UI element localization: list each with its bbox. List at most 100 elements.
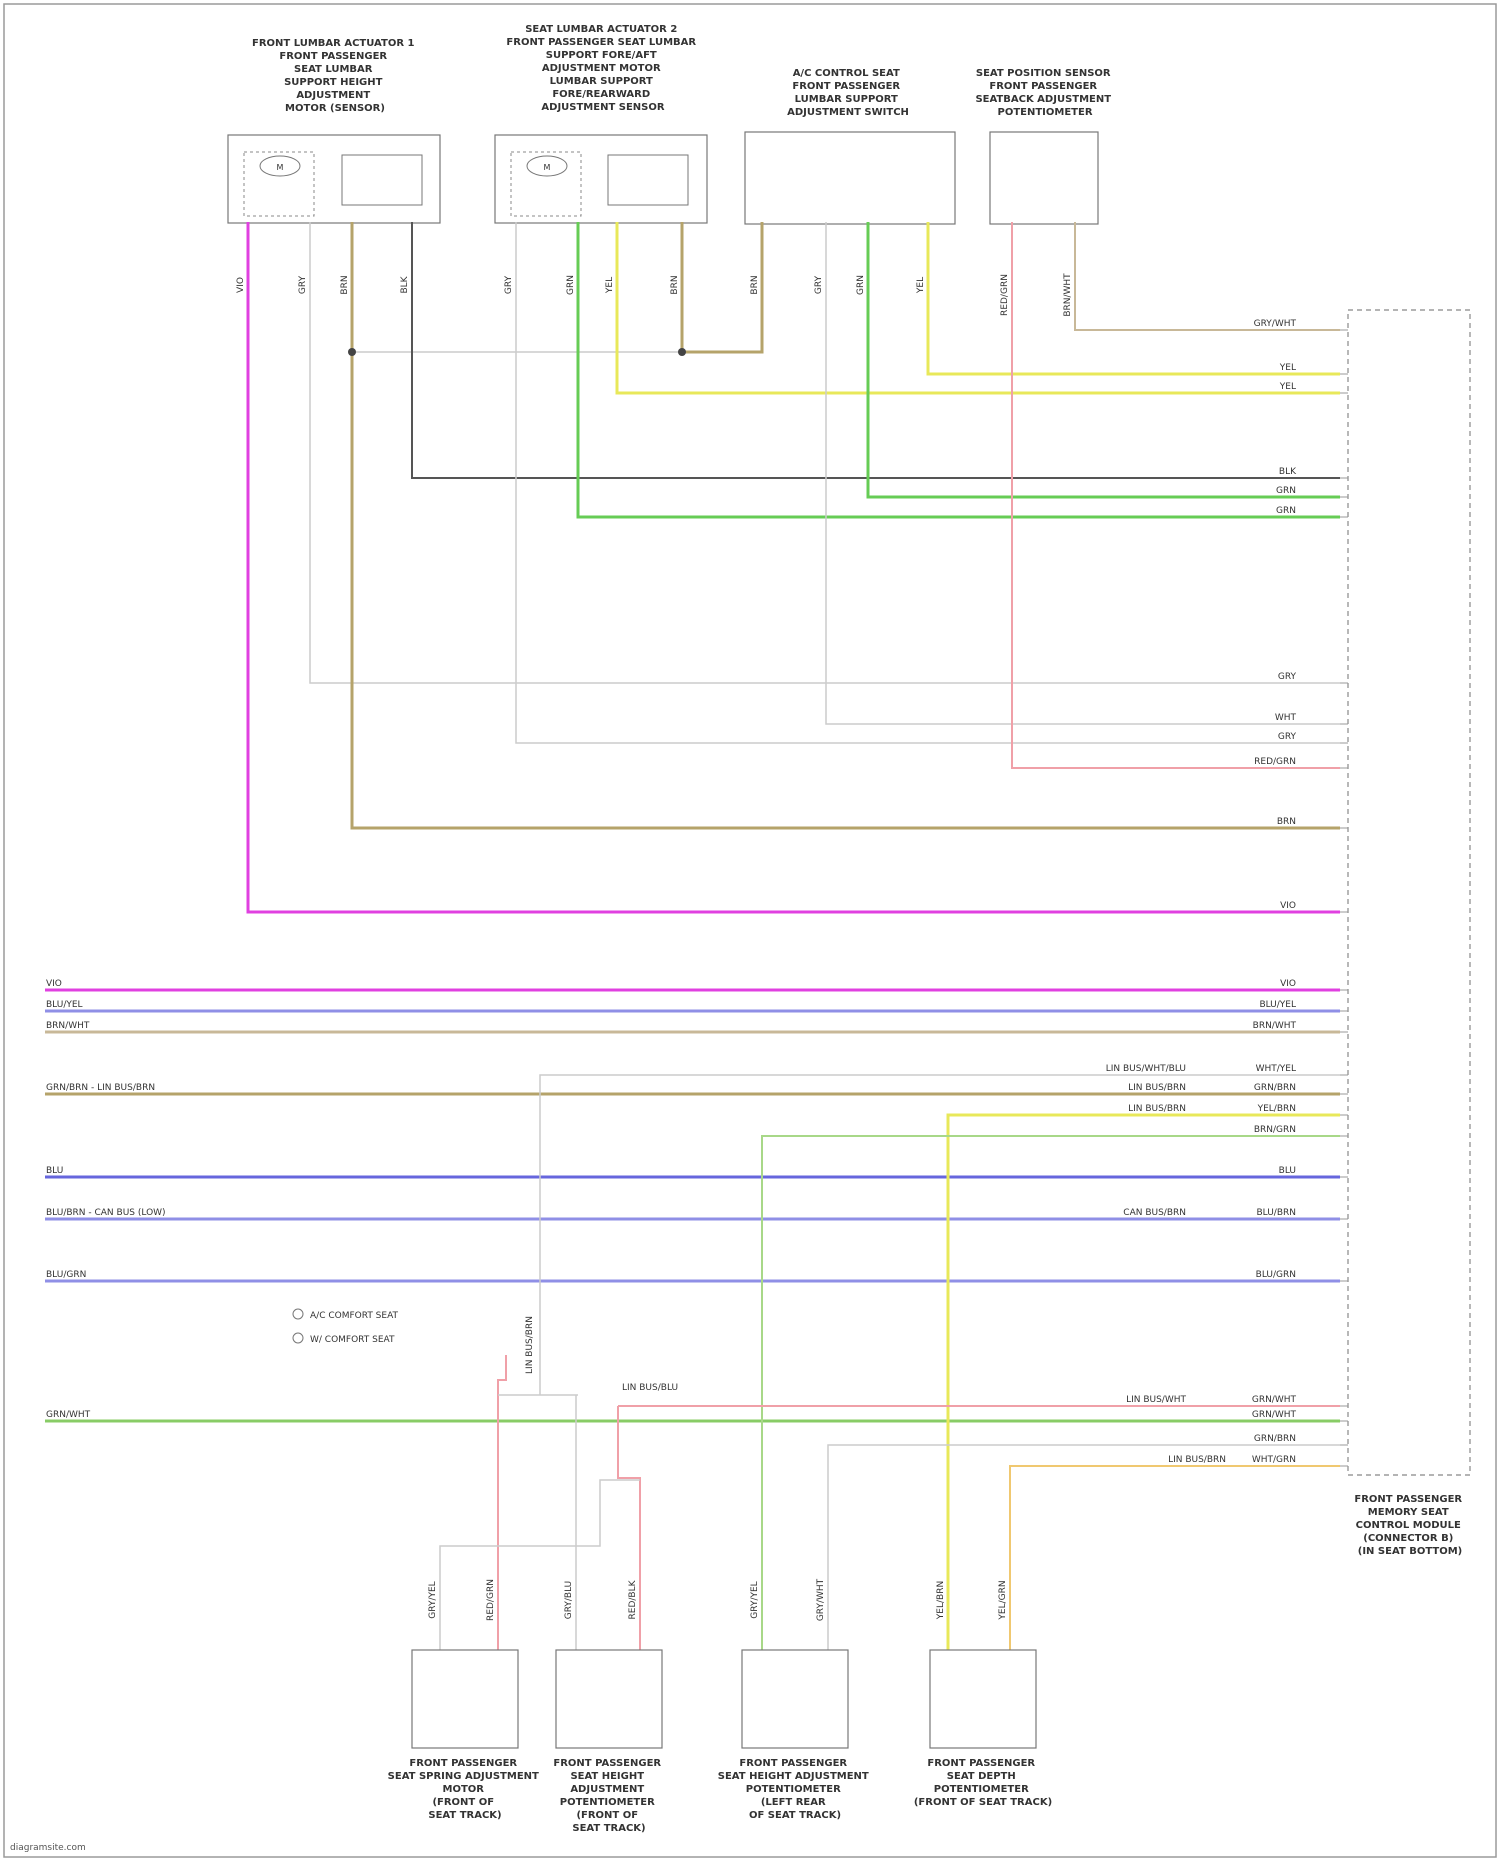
svg-text:FRONT PASSENGER SEAT D: FRONT PASSENGER SEAT DEPTH POTENTIOMETER… (914, 1758, 1052, 1808)
component-label-line: SEAT TRACK) (572, 1823, 645, 1834)
wire-label: LIN BUS/BRN (1128, 1083, 1186, 1093)
legend: A/C COMFORT SEAT W/ COMFORT SEAT (293, 1309, 399, 1345)
wire-label: GRN/BRN (1254, 1083, 1296, 1093)
component-label-line: SEAT SPRING ADJUSTMENT (388, 1771, 539, 1782)
wire-label: BLK (1279, 467, 1297, 477)
component-label-line: (IN SEAT BOTTOM) (1358, 1546, 1462, 1557)
bottom-wire-labels: GRY/YEL RED/GRN GRY/BLU RED/BLK GRY/YEL … (428, 1316, 1008, 1621)
wire-label: GRN (856, 275, 866, 295)
component-label-line: MOTOR (443, 1784, 485, 1795)
wire-label: RED/GRN (1000, 274, 1010, 316)
component-depth-potentiometer: FRONT PASSENGER SEAT DEPTH POTENTIOMETER… (914, 1650, 1052, 1808)
wire-label: BLU (1279, 1166, 1296, 1176)
component-label-line: SEAT LUMBAR ACTUATOR 2 (525, 24, 677, 35)
svg-text:FRONT PASSENGER SEAT S: FRONT PASSENGER SEAT SPRING ADJUSTMENT M… (388, 1758, 543, 1821)
wire-label: GRN/WHT (1252, 1410, 1297, 1420)
top-wire-labels: VIO GRY BRN BLK GRY GRN YEL BRN BRN GRY … (236, 273, 1073, 317)
wire-label: GRY (1278, 732, 1297, 742)
svg-text:A/C CONTROL SEAT FRONT: A/C CONTROL SEAT FRONT PASSENGER LUMBAR … (787, 68, 909, 118)
wire-label: BLU/GRN (1256, 1270, 1296, 1280)
component-label-line: FRONT PASSENGER (279, 51, 387, 62)
component-label-line: SEAT POSITION SENSOR (976, 68, 1111, 79)
component-label-line: FORE/REARWARD (552, 89, 650, 100)
svg-text:FRONT LUMBAR ACTUATOR 1: FRONT LUMBAR ACTUATOR 1 FRONT PASSENGER … (252, 38, 418, 114)
component-label-line: (LEFT REAR (761, 1797, 826, 1808)
wire-label: YEL (605, 277, 615, 294)
component-label-line: LUMBAR SUPPORT (795, 94, 898, 105)
wire-label: GRY/YEL (750, 1581, 760, 1618)
motor-symbol-label: M (544, 163, 551, 172)
wire-label: GRY/WHT (816, 1578, 826, 1621)
component-height-potentiometer-rear: FRONT PASSENGER SEAT HEIGHT ADJUSTMENT P… (718, 1650, 872, 1821)
wire-label: BRN (750, 275, 760, 294)
wire-label: GRY/WHT (1254, 319, 1297, 329)
wire-label: GRN (1276, 486, 1296, 496)
component-lumbar-actuator-1: FRONT LUMBAR ACTUATOR 1 FRONT PASSENGER … (228, 38, 440, 223)
component-label-line: FRONT PASSENGER (409, 1758, 517, 1769)
wire-label: YEL/GRN (998, 1580, 1008, 1620)
source-credit: diagramsite.com (10, 1843, 86, 1853)
wire-label: RED/GRN (486, 1579, 496, 1621)
motor-symbol-label: M (277, 163, 284, 172)
component-label-line: OF SEAT TRACK) (749, 1810, 841, 1821)
component-label-line: FRONT PASSENGER (739, 1758, 847, 1769)
wire-label: BRN/GRN (1254, 1125, 1296, 1135)
wire-label: GRN/WHT (46, 1410, 91, 1420)
wire-label: GRN/WHT (1252, 1395, 1297, 1405)
wire-label: GRY (814, 275, 824, 294)
wire-label: BRN/WHT (1063, 273, 1073, 317)
component-label-line: CONTROL MODULE (1356, 1520, 1461, 1531)
component-label-line: POTENTIOMETER (934, 1784, 1029, 1795)
component-lumbar-actuator-2: SEAT LUMBAR ACTUATOR 2 FRONT PASSENGER S… (495, 24, 707, 223)
svg-text:FRONT PASSENGER SEAT H: FRONT PASSENGER SEAT HEIGHT ADJUSTMENT P… (553, 1758, 664, 1834)
component-label-line: POTENTIOMETER (560, 1797, 655, 1808)
wire-label: BRN/WHT (1253, 1021, 1297, 1031)
component-spring-motor: FRONT PASSENGER SEAT SPRING ADJUSTMENT M… (388, 1650, 543, 1821)
component-label-line: SUPPORT HEIGHT (284, 77, 383, 88)
component-label-line: POTENTIOMETER (746, 1784, 841, 1795)
wire-label: RED/BLK (628, 1579, 638, 1619)
component-label-line: SEAT HEIGHT (570, 1771, 644, 1782)
component-label-line: ADJUSTMENT (296, 90, 370, 101)
wire-label: GRY (298, 275, 308, 294)
component-label-line: (FRONT OF (432, 1797, 494, 1808)
component-label-line: FRONT PASSENGER (989, 81, 1097, 92)
component-label-line: FRONT PASSENGER (927, 1758, 1035, 1769)
splice-point (348, 348, 356, 356)
component-label-line: MEMORY SEAT (1368, 1507, 1449, 1518)
wire-label: CAN BUS/BRN (1123, 1208, 1186, 1218)
wire-label: BLU (46, 1166, 63, 1176)
component-label-line: (FRONT OF (576, 1810, 638, 1821)
component-label-line: ADJUSTMENT SENSOR (541, 102, 664, 113)
component-label-line: FRONT PASSENGER (553, 1758, 661, 1769)
component-label-line: SEAT LUMBAR (294, 64, 373, 75)
wire-label: BRN (340, 275, 350, 294)
control-module: FRONT PASSENGER MEMORY SEAT CONTROL MODU… (1348, 310, 1470, 1557)
svg-text:FRONT PASSENGER MEMORY: FRONT PASSENGER MEMORY SEAT CONTROL MODU… (1354, 1494, 1465, 1557)
wire-label: BLU/BRN - CAN BUS (LOW) (46, 1208, 166, 1218)
wire-label: BLU/YEL (46, 1000, 83, 1010)
wire-label: BLU/BRN (1256, 1208, 1296, 1218)
component-label-line: ADJUSTMENT (570, 1784, 644, 1795)
wire-label: VIO (236, 277, 246, 293)
wire-label: YEL (916, 277, 926, 294)
wires (45, 222, 1340, 1650)
component-label-line: (CONNECTOR B) (1363, 1533, 1453, 1544)
component-label-line: FRONT LUMBAR ACTUATOR 1 (252, 38, 415, 49)
wire-label: WHT/YEL (1256, 1064, 1296, 1074)
component-label-line: FRONT PASSENGER (792, 81, 900, 92)
wire-label: LIN BUS/WHT (1126, 1395, 1186, 1405)
splice-point (678, 348, 686, 356)
component-label-line: SEAT HEIGHT ADJUSTMENT (718, 1771, 869, 1782)
legend-item: W/ COMFORT SEAT (310, 1335, 395, 1345)
wire-label: VIO (1280, 901, 1296, 911)
wire-label: GRY (1278, 672, 1297, 682)
component-label-line: ADJUSTMENT SWITCH (787, 107, 909, 118)
wire-label: BLU/GRN (46, 1270, 86, 1280)
wire-label: BRN/WHT (46, 1021, 90, 1031)
wire-label: LIN BUS/BLU (622, 1383, 678, 1393)
wire-label: GRY (504, 275, 514, 294)
component-label-line: (FRONT OF SEAT TRACK) (914, 1797, 1052, 1808)
wire-label: BRN (1277, 817, 1296, 827)
